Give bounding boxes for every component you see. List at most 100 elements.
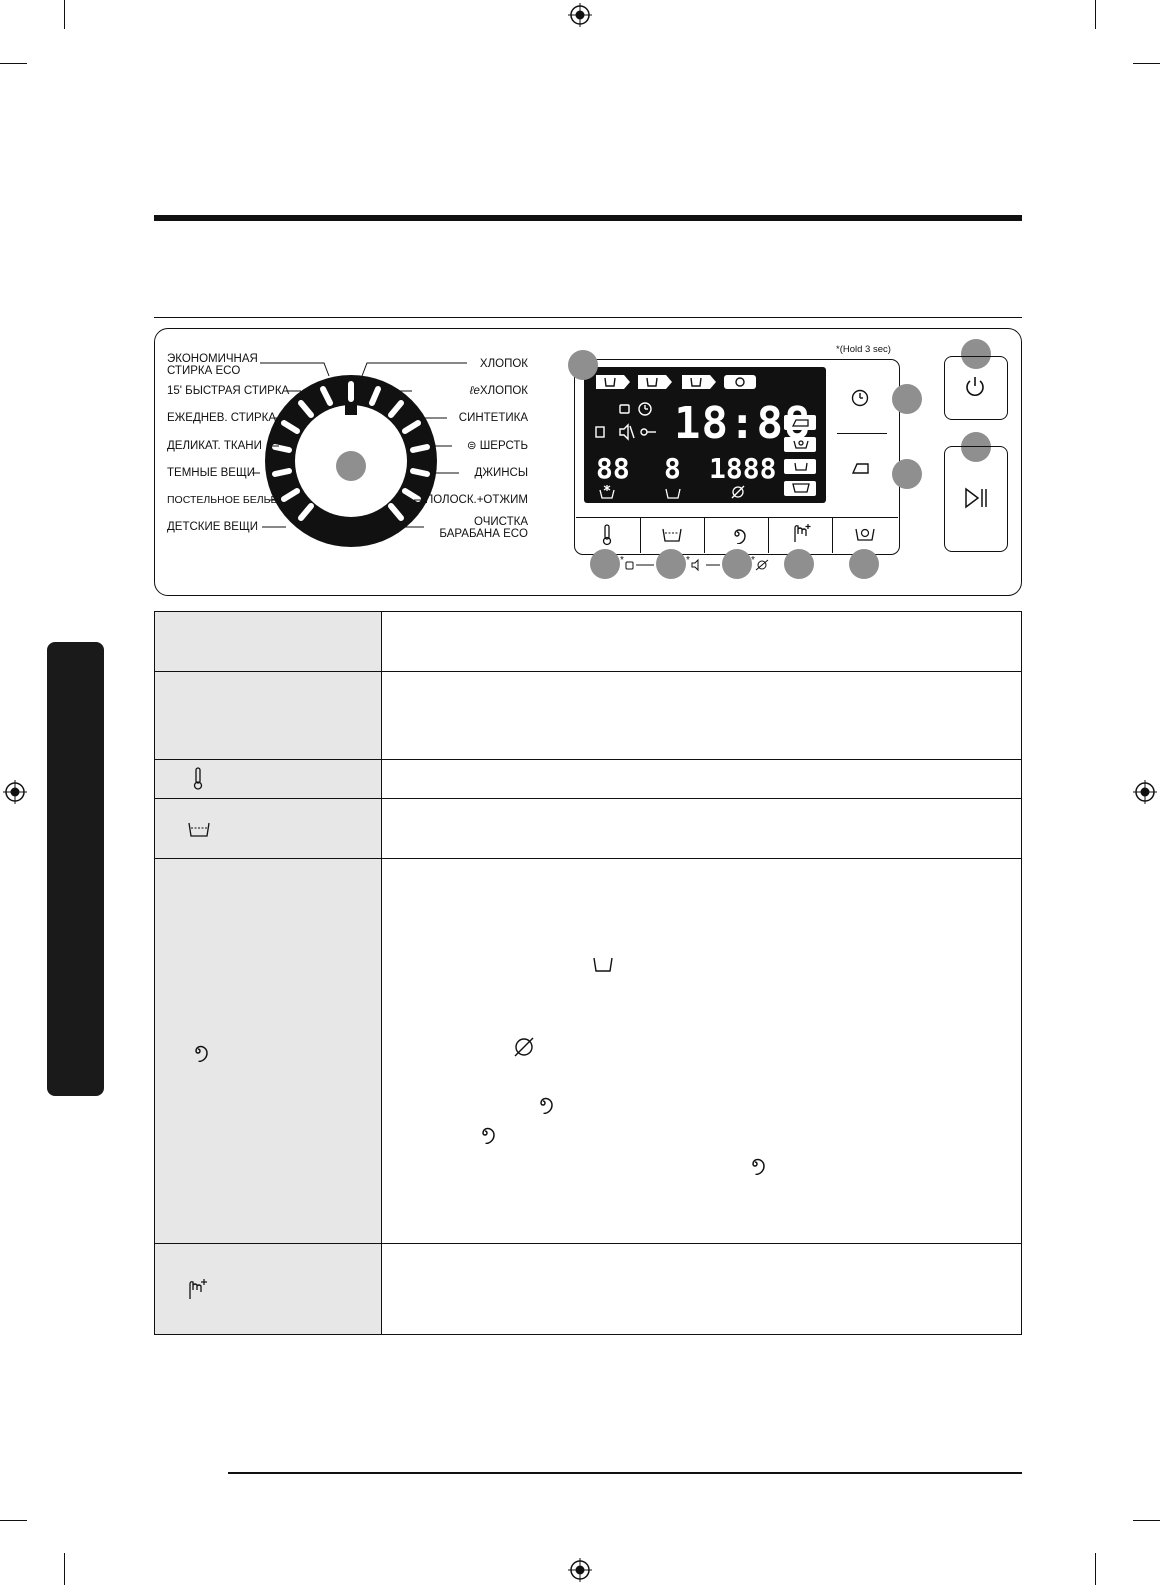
control-panel-diagram: [154, 328, 1022, 596]
spin-inline-icon: [540, 1097, 553, 1114]
thermometer-icon: [193, 767, 203, 790]
program-label-wool: ⊜ ШЕРСТЬ: [466, 440, 528, 452]
function-table: [154, 611, 1022, 1335]
table-row: [154, 759, 1022, 799]
lcd-status-icons: [595, 402, 656, 441]
program-label-quick-15: 15' БЫСТРАЯ СТИРКА: [167, 385, 290, 397]
lcd-option-indicators: [784, 415, 816, 496]
hold-combination-hints: * * *: [620, 555, 769, 572]
callout-badge-delay-end: [892, 384, 922, 414]
header-thick-rule: [154, 215, 1022, 221]
svg-text:*: *: [751, 555, 755, 566]
table-row: [154, 611, 1022, 672]
svg-text:*: *: [686, 555, 690, 566]
crop-mark: [0, 1520, 27, 1521]
table-row: [154, 858, 1022, 1244]
callout-badge-power: [961, 339, 991, 369]
table-icon-cell: [154, 759, 382, 799]
table-text-cell: [381, 798, 1022, 859]
start-pause-button[interactable]: [944, 446, 1008, 552]
program-label-eco-cotton: ℓeХЛОПОК: [469, 385, 528, 397]
chapter-side-tab: [47, 642, 104, 1096]
program-leader-lines: [252, 362, 467, 528]
table-icon-cell: [154, 1243, 382, 1335]
power-icon: [966, 377, 984, 396]
lcd-rinse-count: 8: [664, 452, 681, 485]
program-label-bedding: ПОСТЕЛЬНОЕ БЕЛЬЕ: [167, 494, 278, 506]
delay-end-icon[interactable]: [850, 388, 870, 408]
crop-mark: [1133, 63, 1160, 64]
table-text-cell: [381, 858, 1022, 1244]
crop-mark: [1095, 1553, 1096, 1585]
program-label-synthetics: СИНТЕТИКА: [458, 412, 528, 424]
program-label-delicates: ДЕЛИКАТ. ТКАНИ: [167, 440, 262, 452]
option-button-row: [576, 517, 898, 554]
callout-badge-start: [961, 432, 991, 462]
rinse-tub-icon: [188, 822, 210, 837]
right-button-divider: [837, 433, 887, 434]
program-label-rinse-spin: ПОЛОСК.+ОТЖИМ: [424, 494, 528, 506]
spin-icon: [195, 1045, 208, 1062]
table-icon-cell: [154, 671, 382, 760]
registration-mark-icon: [568, 1558, 592, 1582]
callout-badge-spin: [722, 549, 752, 579]
crop-mark: [64, 0, 65, 29]
callout-badge-temperature: [590, 549, 620, 579]
program-label-dark-garments: ТЕМНЫЕ ВЕЩИ: [167, 467, 256, 479]
soil-level-icon: [189, 1279, 207, 1299]
button-separator: [640, 517, 641, 553]
rinse-button-icon[interactable]: [661, 525, 683, 543]
temperature-button-icon[interactable]: [600, 524, 614, 546]
power-button[interactable]: [944, 356, 1008, 420]
table-text-cell: [381, 759, 1022, 799]
lcd-spin-speed: 1888: [709, 452, 777, 485]
table-text-cell: [381, 611, 1022, 672]
registration-mark-icon: [3, 780, 27, 804]
header-thin-rule: [154, 317, 1022, 318]
bubble-soak-button-icon[interactable]: [854, 524, 876, 542]
hold-note: *(Hold 3 sec): [836, 344, 891, 355]
no-spin-inline-icon: [514, 1037, 534, 1057]
table-row: [154, 671, 1022, 760]
program-label-jeans: ДЖИНСЫ: [474, 467, 528, 479]
rinse-tub-inline-icon: [593, 957, 613, 972]
registration-mark-icon: [568, 3, 592, 27]
lcd-bottom-icons: [599, 485, 745, 499]
table-row: [154, 1243, 1022, 1335]
callout-badge-soil: [784, 549, 814, 579]
button-separator: [704, 517, 705, 553]
table-icon-cell: [154, 611, 382, 672]
crop-mark: [1095, 0, 1096, 29]
callout-badge-rinse: [656, 549, 686, 579]
callout-badge-dial: [336, 451, 366, 481]
button-separator: [832, 517, 833, 553]
wool-icon: ⊜: [466, 440, 480, 452]
table-icon-cell: [154, 858, 382, 1244]
spin-inline-icon: [752, 1158, 765, 1175]
crop-mark: [64, 1553, 65, 1585]
table-text-cell: [381, 1243, 1022, 1335]
callout-badge-display: [568, 350, 598, 380]
crop-mark: [0, 63, 27, 64]
eco-leaf-icon: ℓe: [469, 385, 480, 397]
lcd-temperature: 88: [596, 452, 630, 485]
callout-badge-bubble-soak: [849, 549, 879, 579]
table-icon-cell: [154, 798, 382, 859]
easy-iron-icon[interactable]: [851, 460, 871, 476]
crop-mark: [1133, 1520, 1160, 1521]
program-label-baby-care: ДЕТСКИЕ ВЕЩИ: [167, 521, 259, 533]
lcd-stage-indicators: [596, 375, 756, 389]
table-text-cell: [381, 671, 1022, 760]
registration-mark-icon: [1133, 780, 1157, 804]
program-label-daily-wash: ЕЖЕДНЕВ. СТИРКА: [167, 412, 277, 424]
program-label-cotton: ХЛОПОК: [479, 358, 528, 370]
spin-inline-icon: [482, 1127, 495, 1144]
soil-level-button-icon[interactable]: [792, 522, 812, 544]
table-row: [154, 798, 1022, 859]
play-pause-icon: [965, 487, 987, 509]
footer-rule: [228, 1472, 1022, 1474]
svg-text:*: *: [620, 555, 624, 566]
spin-button-icon[interactable]: [727, 524, 747, 544]
